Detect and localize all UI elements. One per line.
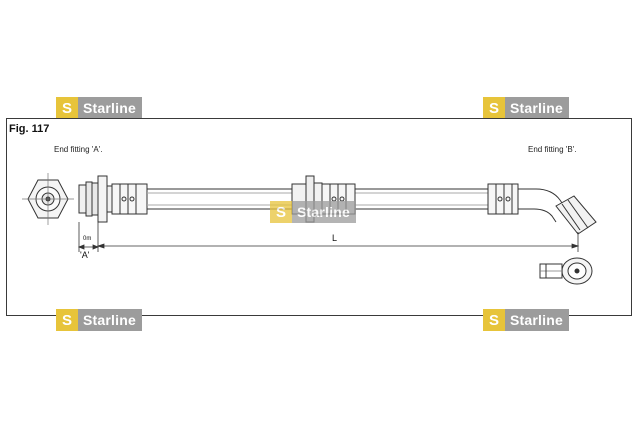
starline-mark-icon: S: [56, 309, 78, 331]
hose-body: [147, 188, 488, 210]
starline-mark-icon: S: [483, 97, 505, 119]
fitting-a-side-view: [78, 175, 148, 223]
starline-wordmark: Starline: [83, 312, 136, 328]
figure-label: Fig. 117: [9, 123, 50, 135]
starline-logo-top-right: S Starline: [483, 97, 569, 119]
dimension-lines: [77, 222, 580, 252]
starline-mark-icon: S: [270, 201, 292, 223]
starline-wordmark: Starline: [297, 204, 350, 220]
dim-a-label: 'A': [80, 250, 90, 260]
dim-a-small-label: 0m: [83, 236, 92, 242]
fitting-a-end-view: [22, 173, 74, 225]
dim-length-label: L: [332, 233, 338, 243]
starline-logo-top-left: S Starline: [56, 97, 142, 119]
starline-mark-icon: S: [483, 309, 505, 331]
end-fitting-b-label: End fitting 'B'.: [528, 145, 577, 154]
starline-wordmark: Starline: [83, 100, 136, 116]
fitting-b-side-view: [487, 183, 597, 235]
starline-mark-icon: S: [56, 97, 78, 119]
starline-logo-bottom-left: S Starline: [56, 309, 142, 331]
end-fitting-a-label: End fitting 'A'.: [54, 145, 103, 154]
starline-logo-center: S Starline: [270, 201, 356, 223]
figure-frame: [6, 118, 632, 316]
starline-wordmark: Starline: [510, 100, 563, 116]
starline-wordmark: Starline: [510, 312, 563, 328]
starline-logo-bottom-right: S Starline: [483, 309, 569, 331]
fitting-b-end-view: [539, 257, 593, 285]
